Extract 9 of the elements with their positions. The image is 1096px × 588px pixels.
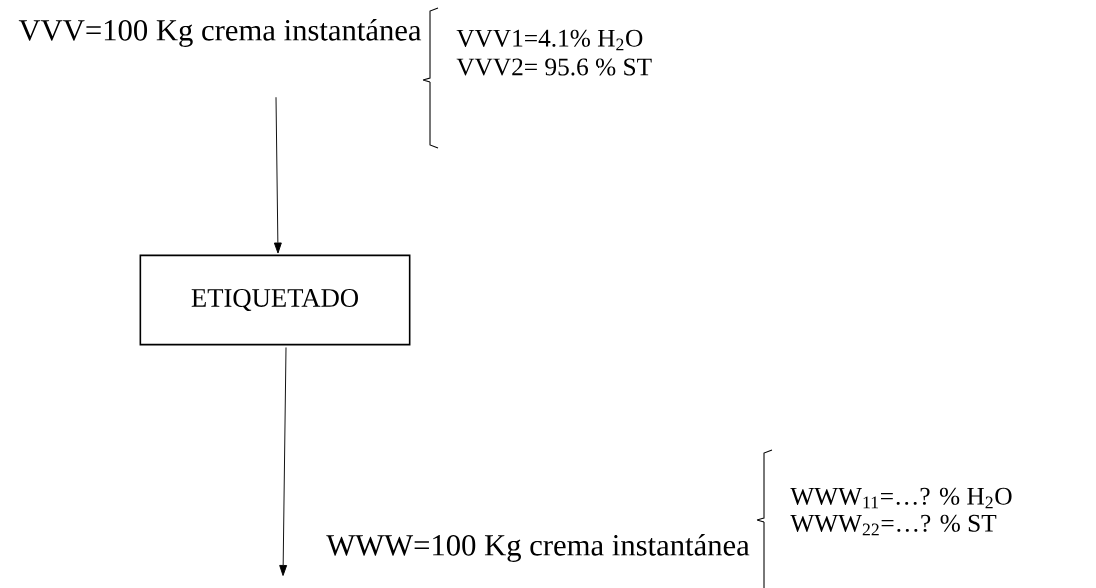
composition-line: WWW$_{22}$=…? % ST xyxy=(790,514,997,536)
arrow xyxy=(273,96,282,254)
composition-line: WWW$_{11}$=…? % H$_{2}$O xyxy=(790,487,1012,509)
stream-label: WWW=100 Kg crema instantánea xyxy=(326,534,750,562)
composition-line: VVV2= 95.6 % ST xyxy=(456,58,652,76)
composition-line: VVV1=4.1% H$_{2}$O xyxy=(456,29,643,51)
arrow xyxy=(279,347,288,576)
process-box: ETIQUETADO xyxy=(139,254,411,346)
stream-label: VVV=100 Kg crema instantánea xyxy=(18,19,422,47)
